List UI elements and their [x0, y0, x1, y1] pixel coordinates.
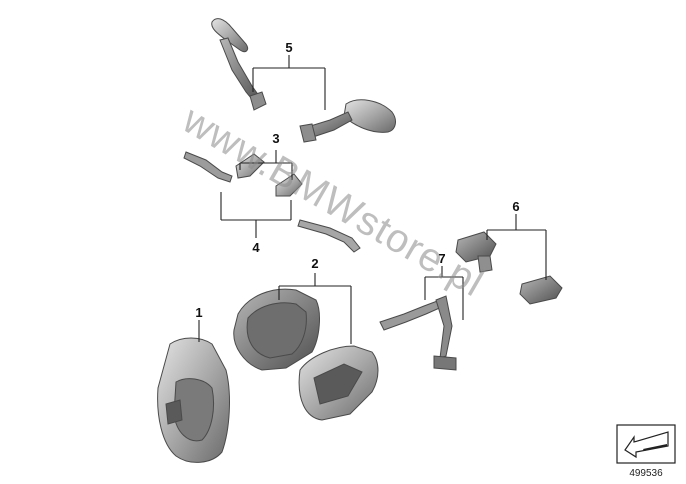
- mirror-right: [299, 99, 396, 143]
- mirror-left: [211, 18, 267, 111]
- part-7-lever[interactable]: 7: [379, 251, 464, 371]
- document-number: 499536: [629, 468, 663, 479]
- arrow-view-icon: [624, 431, 669, 459]
- part-6-footrest-set[interactable]: 6: [455, 199, 563, 305]
- callout-7[interactable]: 7: [438, 251, 445, 266]
- part-4-linkage[interactable]: 4: [183, 151, 361, 255]
- callout-4[interactable]: 4: [252, 240, 260, 255]
- part-5-mirror-set[interactable]: 5: [211, 18, 396, 143]
- callout-5[interactable]: 5: [285, 40, 292, 55]
- cover-lower: [298, 345, 379, 421]
- part-3-bracket-set[interactable]: 3: [235, 131, 303, 197]
- cover-upper: [233, 288, 320, 371]
- part-1-engine-cover[interactable]: 1: [157, 305, 230, 463]
- callout-1[interactable]: 1: [195, 305, 202, 320]
- part-2-cover-set[interactable]: 2: [233, 256, 379, 421]
- callout-6[interactable]: 6: [512, 199, 519, 214]
- callout-3[interactable]: 3: [272, 131, 279, 146]
- callout-2[interactable]: 2: [311, 256, 318, 271]
- view-indicator: 499536: [616, 424, 676, 479]
